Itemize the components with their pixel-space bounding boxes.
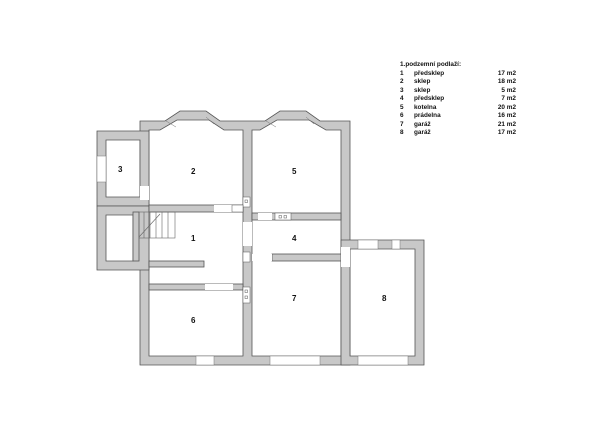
flue-hole — [283, 215, 287, 219]
legend-name: garáž — [414, 129, 431, 137]
door-opening — [341, 247, 350, 267]
legend-row: 2 sklep 18 m2 — [400, 78, 516, 86]
wall-5-4 — [251, 212, 342, 221]
door-opening — [140, 186, 149, 200]
legend-name: předsklep — [414, 95, 445, 103]
window — [357, 355, 409, 366]
flue-hole — [244, 199, 248, 203]
legend-area: 18 m2 — [497, 78, 516, 86]
room-label-6: 6 — [191, 316, 196, 325]
legend-name: předsklep — [414, 69, 445, 77]
door-opening — [243, 222, 252, 246]
legend-row: 4 předsklep 7 m2 — [400, 95, 516, 103]
legend-area: 7 m2 — [501, 95, 516, 103]
wall-4-7 — [271, 253, 342, 262]
legend-num: 2 — [400, 78, 404, 86]
flue — [242, 251, 251, 263]
room-label-2: 2 — [191, 167, 196, 176]
legend-area: 16 m2 — [497, 112, 516, 120]
door-opening — [205, 284, 233, 290]
legend-row: 6 prádelna 16 m2 — [400, 112, 516, 120]
legend-area: 21 m2 — [497, 120, 516, 128]
door-opening — [252, 254, 272, 261]
window — [357, 239, 379, 250]
legend-row: 5 kotelna 20 m2 — [400, 104, 516, 112]
flue — [231, 204, 244, 213]
room-label-5: 5 — [292, 167, 297, 176]
legend-name: sklep — [414, 78, 431, 86]
window — [96, 155, 107, 183]
room-label-1: 1 — [191, 234, 196, 243]
legend-num: 3 — [400, 86, 404, 94]
legend-row: 8 garáž 17 m2 — [400, 129, 516, 137]
legend-area: 20 m2 — [497, 103, 516, 111]
legend-num: 4 — [400, 95, 404, 103]
flues — [231, 196, 292, 304]
legend-title: 1.podzemní podlaží: — [400, 61, 462, 68]
flue-hole — [278, 215, 282, 219]
legend-area: 17 m2 — [497, 129, 516, 137]
legend-num: 7 — [400, 120, 404, 128]
window — [391, 239, 401, 250]
wall-1-6-upper — [148, 260, 205, 268]
legend-row: 1 předsklep 17 m2 — [400, 70, 516, 78]
door-opening — [258, 213, 272, 220]
room-label-7: 7 — [292, 294, 297, 303]
room-label-8: 8 — [382, 294, 387, 303]
openings — [96, 116, 409, 366]
legend-name: sklep — [414, 86, 431, 94]
door-opening — [214, 205, 232, 212]
room-legend: 1.podzemní podlaží: 1 předsklep 17 m2 2 … — [400, 61, 516, 138]
legend-area: 5 m2 — [501, 86, 516, 94]
window — [269, 355, 321, 366]
legend-name: garáž — [414, 120, 431, 128]
flue-hole — [244, 295, 248, 299]
legend-num: 1 — [400, 69, 404, 77]
legend-name: kotelna — [414, 103, 437, 111]
staircase — [138, 211, 176, 239]
legend-row: 7 garáž 21 m2 — [400, 121, 516, 129]
room-label-4: 4 — [292, 234, 297, 243]
legend-name: prádelna — [414, 112, 441, 120]
flue-hole — [244, 289, 248, 293]
legend-row: 3 sklep 5 m2 — [400, 87, 516, 95]
legend-num: 8 — [400, 129, 404, 137]
wall-stair-left — [132, 211, 140, 262]
flue — [274, 212, 292, 221]
window — [195, 355, 215, 366]
room-label-3: 3 — [118, 165, 123, 174]
legend-num: 6 — [400, 112, 404, 120]
flue — [242, 286, 251, 304]
legend-area: 17 m2 — [497, 69, 516, 77]
legend-num: 5 — [400, 103, 404, 111]
